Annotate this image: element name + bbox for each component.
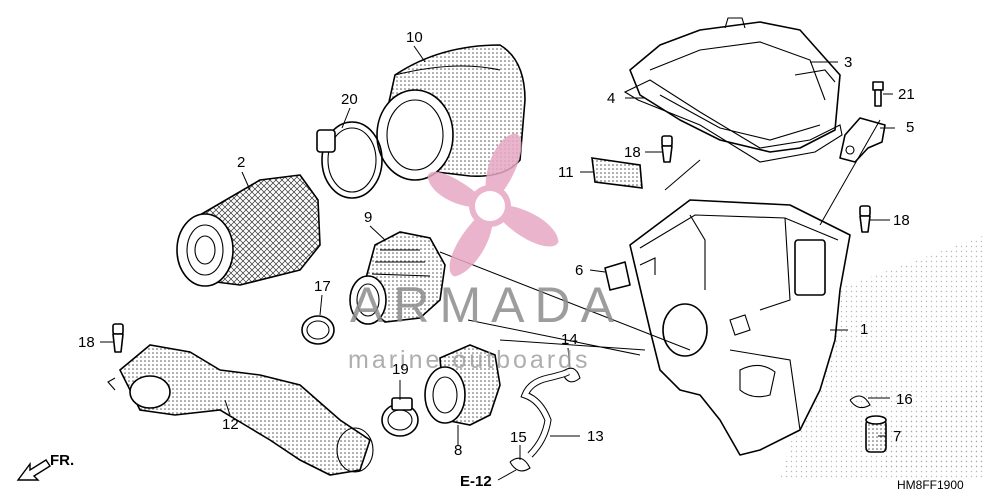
callout-11: 11 (558, 164, 574, 181)
part-18-grommet-upper (661, 135, 673, 163)
part-13-drain-tube (520, 368, 570, 458)
callout-20: 20 (341, 91, 358, 108)
callout-1: 1 (860, 321, 868, 338)
part-6-clip (604, 261, 631, 291)
part-20-band (316, 121, 383, 199)
callout-10: 10 (406, 29, 423, 46)
callout-19: 19 (392, 361, 409, 378)
part-3-air-cleaner-cover (629, 17, 841, 153)
part-19-band (381, 397, 419, 437)
callout-3: 3 (844, 54, 852, 71)
background-texture (780, 235, 985, 480)
callouts: 1 2 3 4 5 6 7 8 9 10 11 12 13 14 15 16 1… (78, 29, 915, 459)
direction-label: FR. (50, 452, 74, 469)
part-10-air-filter-element (376, 44, 526, 181)
callout-6: 6 (575, 262, 583, 279)
part-14-clip (561, 367, 581, 383)
callout-15: 15 (510, 429, 527, 446)
diagram-code: HM8FF1900 (897, 478, 964, 492)
reference-label: E-12 (460, 473, 492, 490)
callout-18-left: 18 (78, 334, 95, 351)
watermark: ARMADA marine outboards (348, 133, 624, 374)
part-7-plug (865, 415, 887, 453)
callout-14: 14 (561, 331, 578, 348)
callout-16: 16 (896, 391, 913, 408)
part-17-band (301, 315, 335, 345)
part-15-clip (509, 457, 531, 472)
callout-21: 21 (898, 86, 915, 103)
part-5-stay (839, 117, 886, 163)
part-21-bolt (872, 81, 884, 107)
part-18-grommet-right (859, 205, 871, 233)
part-4-gasket (623, 79, 843, 163)
part-1-air-cleaner-case (629, 199, 851, 456)
callout-8: 8 (454, 442, 462, 459)
callout-13: 13 (587, 428, 604, 445)
part-2-intake-screen (176, 174, 321, 287)
callout-7: 7 (893, 428, 901, 445)
watermark-brand: ARMADA (350, 277, 624, 333)
leader-lines (100, 45, 895, 460)
part-16-clip (849, 395, 871, 409)
front-direction-arrow: FR. (16, 452, 74, 481)
watermark-tagline: marine outboards (348, 346, 591, 374)
part-11-element-seal (591, 157, 643, 189)
part-8-joint (424, 344, 501, 426)
callout-5: 5 (906, 119, 914, 136)
part-18-grommet-left (112, 323, 124, 353)
propeller-logo (427, 133, 559, 277)
callout-9: 9 (364, 209, 372, 226)
callout-18-right: 18 (893, 212, 910, 229)
part-9-connecting-tube (349, 231, 446, 325)
part-12-air-inlet-duct (107, 344, 374, 476)
callout-2: 2 (237, 154, 245, 171)
callout-4: 4 (607, 90, 615, 107)
callout-18-upper: 18 (624, 144, 641, 161)
callout-17: 17 (314, 278, 331, 295)
callout-12: 12 (222, 416, 239, 433)
